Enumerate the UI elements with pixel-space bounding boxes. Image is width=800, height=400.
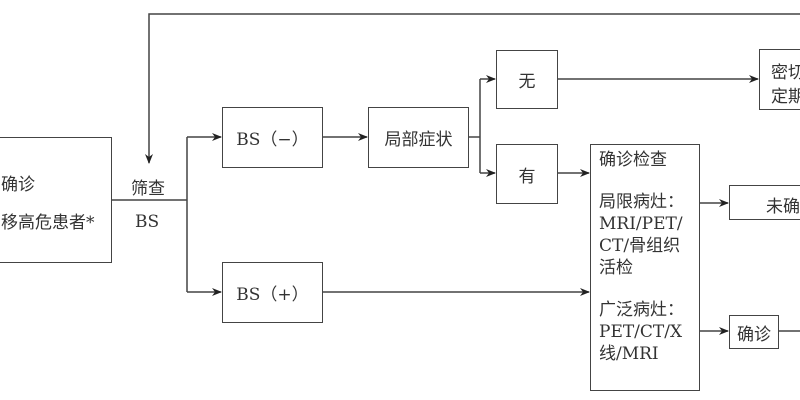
no-symptoms-label: 无: [518, 72, 536, 92]
confirmed-label: 确诊: [737, 324, 771, 345]
diffuse-method-1: PET/CT/X: [599, 322, 683, 342]
confirmed-box: 确诊: [729, 315, 779, 349]
localized-method-1: MRI/PET/: [599, 214, 683, 234]
start-box-line2: 移高危患者*: [1, 213, 95, 233]
bs-positive-label: BS（+）: [236, 285, 309, 305]
feedback-loop-line: [145, 13, 800, 164]
screen-label-top: 筛查: [131, 179, 165, 199]
bs-positive-box: BS（+）: [222, 262, 323, 323]
unconfirmed-label: 未确: [766, 197, 800, 217]
screen-label-bottom: BS: [135, 212, 160, 232]
local-symptoms-box: 局部症状: [368, 107, 469, 168]
follow-up-box: 密切 定期: [759, 49, 800, 110]
yes-symptoms-box: 有: [496, 144, 558, 204]
follow-up-line2: 定期: [771, 87, 800, 107]
confirm-exam-box: 确诊检查 局限病灶： MRI/PET/ CT/骨组织 活检 广泛病灶： PET/…: [590, 144, 700, 391]
localized-method-3: 活检: [599, 258, 633, 278]
exam-title: 确诊检查: [599, 150, 667, 170]
yes-symptoms-label: 有: [518, 166, 536, 187]
bs-negative-box: BS（−）: [222, 107, 323, 168]
local-symptoms-label: 局部症状: [384, 130, 453, 150]
follow-up-line1: 密切: [771, 63, 800, 83]
diffuse-method-2: 线/MRI: [599, 344, 659, 364]
bs-negative-label: BS（−）: [236, 130, 309, 150]
unconfirmed-box: 未确: [729, 185, 800, 220]
localized-lesion-label: 局限病灶：: [599, 192, 684, 212]
start-box: 确诊 移高危患者*: [0, 137, 112, 263]
localized-method-2: CT/骨组织: [599, 236, 681, 256]
diffuse-lesion-label: 广泛病灶：: [599, 300, 684, 320]
no-symptoms-box: 无: [496, 50, 558, 109]
start-box-line1: 确诊: [1, 175, 35, 195]
